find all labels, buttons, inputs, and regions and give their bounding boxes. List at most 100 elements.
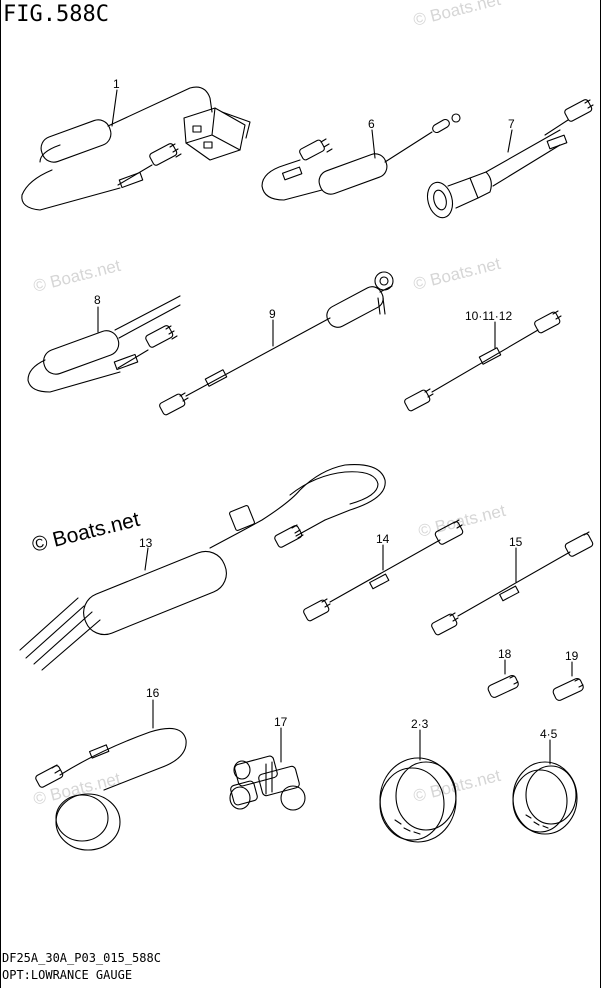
ring-inner — [525, 765, 577, 825]
bracket-slot — [192, 125, 202, 133]
part-8-fuel-cable — [27, 295, 181, 393]
connector — [534, 311, 561, 334]
ring-eye-hole — [379, 276, 389, 286]
figure-title: FIG.588C — [3, 2, 109, 27]
sleeve — [318, 153, 388, 195]
connector-threads — [320, 138, 333, 153]
sleeve — [83, 550, 227, 636]
part-10-11-12-extension-cable — [404, 310, 562, 412]
bracket-edge — [185, 134, 213, 144]
terminal — [432, 118, 450, 134]
cap-body — [487, 674, 519, 698]
sleeve — [43, 330, 120, 375]
cable — [21, 169, 121, 211]
watermark-text: © Boats.net — [31, 769, 122, 809]
callout-6: 6 — [368, 117, 375, 131]
puck — [55, 793, 121, 851]
part-19-cap — [552, 661, 584, 701]
leader-line — [111, 89, 118, 127]
ring-back — [379, 767, 445, 841]
connector — [35, 765, 64, 788]
tee-port-end — [280, 785, 306, 811]
part-14-cable — [303, 519, 464, 622]
tee-port-end — [229, 786, 251, 810]
tee-port-end — [233, 760, 251, 780]
connector-threads — [291, 524, 304, 539]
connector-threads — [424, 388, 434, 398]
callout-7: 7 — [508, 117, 515, 131]
watermark-text: © Boats.net — [411, 766, 502, 806]
bracket-flange — [221, 111, 251, 139]
cable — [107, 86, 213, 127]
callout-17: 17 — [274, 715, 288, 729]
cable — [114, 295, 181, 331]
probe — [377, 297, 386, 315]
part-17-t-connector — [229, 727, 306, 811]
callout-13: 13 — [139, 536, 153, 550]
connector — [404, 389, 431, 412]
label-tag — [499, 585, 520, 602]
watermark-text: © Boats.net — [416, 501, 507, 541]
label-tag — [113, 353, 139, 371]
part-15-cable — [431, 531, 594, 636]
puck-face — [55, 794, 109, 842]
body — [447, 177, 479, 209]
bracket-slot — [203, 141, 213, 149]
connector — [274, 525, 303, 548]
cable — [329, 539, 441, 603]
connector-threads — [165, 325, 178, 340]
connector-threads — [321, 598, 331, 608]
leader-line — [507, 129, 513, 153]
cable — [117, 349, 149, 369]
part-1-transducer-cable — [21, 86, 251, 211]
ring-notches — [525, 814, 549, 829]
cable — [117, 164, 153, 186]
cable-loop — [209, 464, 386, 549]
cable — [431, 329, 539, 393]
callout-16: 16 — [146, 686, 160, 700]
watermark-text: © Boats.net — [411, 254, 502, 294]
connector-threads — [169, 143, 182, 158]
callout-4-5: 4·5 — [540, 727, 558, 741]
connector-threads — [584, 99, 594, 109]
cable — [39, 144, 61, 163]
cap-ribs — [574, 678, 584, 688]
cable-loop — [59, 727, 187, 791]
cable — [261, 159, 323, 201]
label-tag — [478, 347, 502, 365]
figure-code: DF25A_30A_P03_015_588C — [2, 951, 161, 965]
sleeve — [326, 286, 384, 328]
callout-2-3: 2·3 — [411, 717, 429, 731]
part-7-thru-hull-sensor — [426, 99, 594, 219]
connector — [431, 613, 458, 636]
watermark-text: © Boats.net — [31, 256, 122, 296]
cap-ribs — [509, 675, 519, 685]
label-tag — [204, 369, 228, 387]
connector-threads — [453, 519, 463, 529]
ring-notches — [394, 819, 421, 835]
connector-threads — [51, 764, 61, 774]
connector — [303, 599, 330, 622]
connector — [159, 393, 186, 416]
connector — [564, 99, 593, 122]
label-tag — [546, 134, 568, 150]
part-4-5-gauge-ring — [512, 739, 578, 835]
cable — [384, 131, 433, 163]
cable — [185, 317, 331, 397]
watermark-text: © Boats.net — [411, 0, 502, 30]
ring-inner — [395, 761, 457, 831]
callout-15: 15 — [509, 535, 523, 549]
connector — [149, 143, 178, 166]
callout-group: 1 6 7 8 9 10·11·12 13 14 15 16 17 18 19 … — [94, 77, 579, 741]
flange — [426, 181, 454, 219]
page-border-left — [0, 0, 1, 988]
ring-back — [512, 769, 568, 833]
callout-8: 8 — [94, 293, 101, 307]
cable — [27, 359, 121, 393]
label-tag — [281, 166, 303, 181]
connector — [299, 139, 325, 161]
label-tag — [369, 573, 390, 590]
cable-loop-inner — [289, 471, 379, 505]
watermark-main: © Boats.net — [30, 508, 142, 557]
